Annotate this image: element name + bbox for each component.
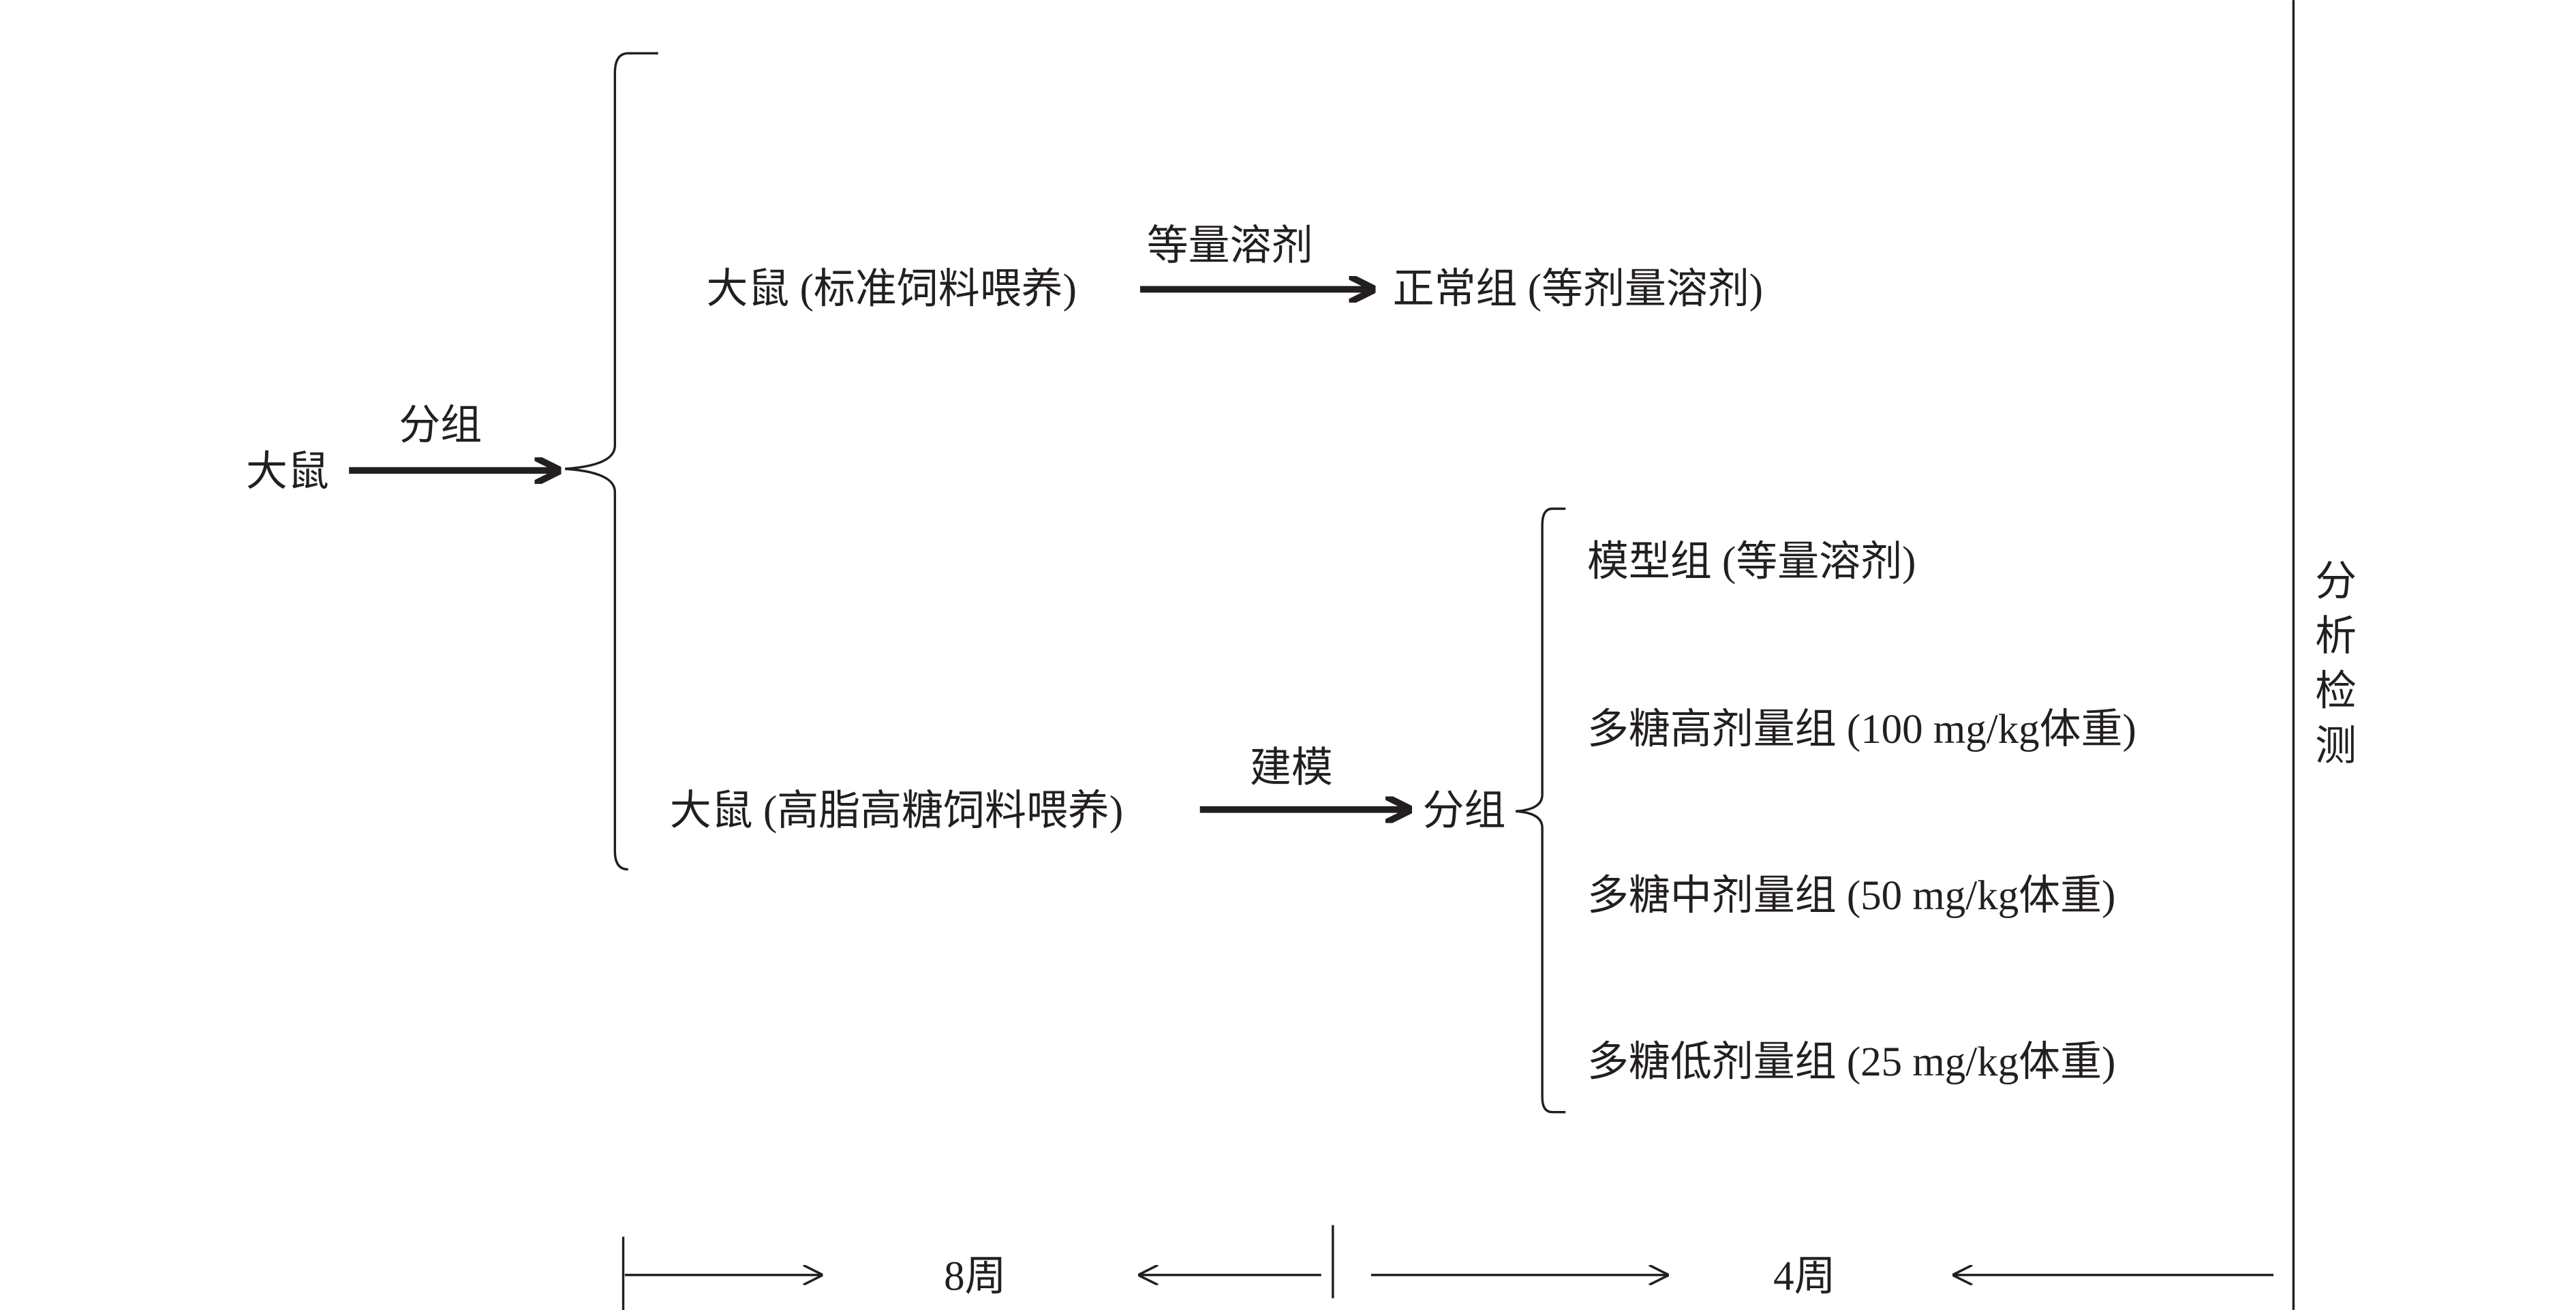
root-arrow-label: 分组	[399, 403, 482, 448]
analysis-char: 析	[2315, 614, 2357, 660]
group-high-dose: 多糖高剂量组 (100 mg/kg体重)	[1587, 707, 2136, 752]
group-low-dose: 多糖低剂量组 (25 mg/kg体重)	[1587, 1039, 2115, 1085]
model-target: 分组	[1423, 789, 1506, 834]
normal-source: 大鼠 (标准饲料喂养)	[706, 266, 1076, 312]
root-label: 大鼠	[246, 449, 329, 495]
timeline-phase1: 8周	[944, 1254, 1006, 1300]
analysis-char: 检	[2315, 669, 2357, 714]
analysis-char: 分	[2315, 559, 2357, 605]
group-brace	[565, 52, 658, 871]
model-arrow-label: 建模	[1250, 745, 1333, 791]
normal-arrow-label: 等量溶剂	[1147, 224, 1313, 269]
model-source: 大鼠 (高脂高糖饲料喂养)	[670, 789, 1123, 834]
normal-target: 正常组 (等剂量溶剂)	[1393, 266, 1763, 312]
group-mid-dose: 多糖中剂量组 (50 mg/kg体重)	[1587, 873, 2115, 919]
analysis-char: 测	[2315, 724, 2357, 770]
timeline-phase2: 4周	[1773, 1254, 1835, 1300]
subgroup-brace	[1515, 507, 1566, 1114]
group-model: 模型组 (等量溶剂)	[1587, 539, 1916, 585]
